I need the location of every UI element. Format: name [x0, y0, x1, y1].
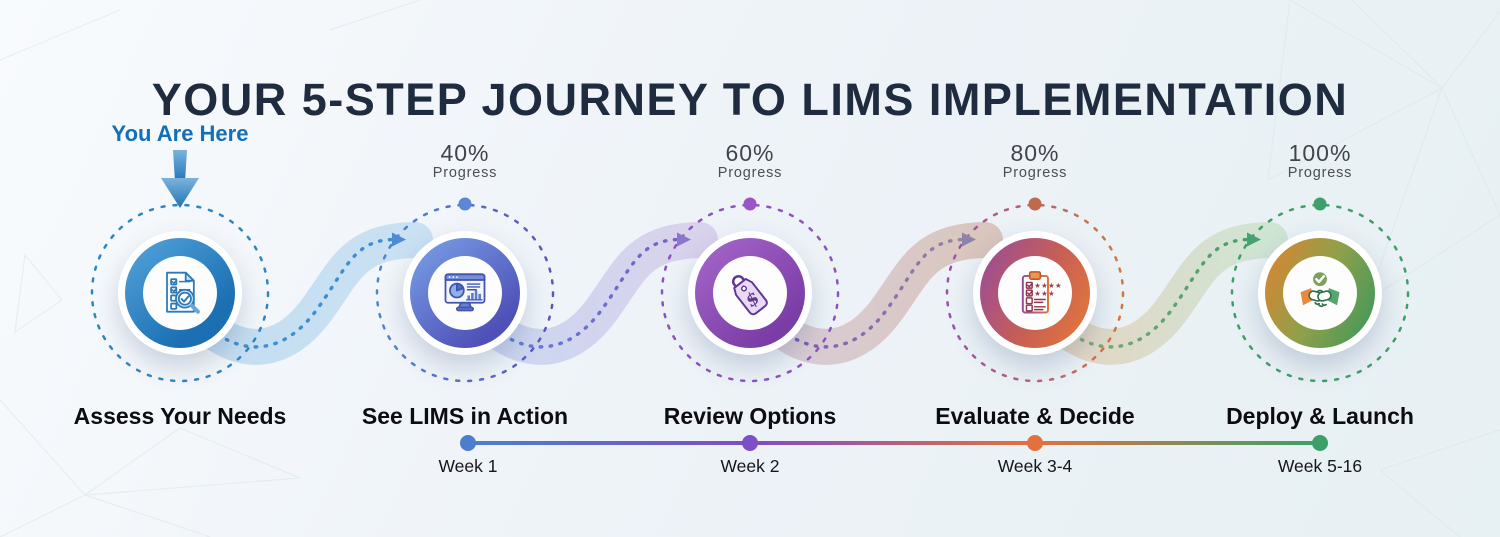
step-review-options: 60% Progress $ Review Options: [608, 0, 892, 537]
timeline-dot-week-2: [742, 435, 758, 451]
week-label: Week 3-4: [997, 456, 1073, 476]
step-circle: [118, 231, 242, 355]
progress-percent: 40%: [440, 140, 490, 166]
timeline-dot-week-5-16: [1312, 435, 1328, 451]
week-label: Week 2: [720, 456, 780, 476]
svg-text:★★★: ★★★: [1034, 289, 1055, 298]
step-assess-your-needs: You Are Here: [38, 0, 322, 537]
timeline-line: [468, 441, 1320, 445]
step-circle: ★★★★ ★★★: [973, 231, 1097, 355]
step-title: Deploy & Launch: [1226, 403, 1414, 429]
step-evaluate-and-decide: 80% Progress ★★★★ ★★★ Evaluate: [893, 0, 1177, 537]
timeline-dot-week-3-4: [1027, 435, 1043, 451]
week-label: Week 5-16: [1277, 456, 1363, 476]
step-title: See LIMS in Action: [361, 403, 569, 429]
progress-caption: Progress: [1287, 165, 1353, 181]
clipboard-rating-icon: ★★★★ ★★★: [1021, 271, 1061, 314]
you-are-here-arrow-icon: [161, 150, 199, 208]
step-title: Review Options: [663, 403, 837, 429]
step-circle: [403, 231, 527, 355]
you-are-here-label: You Are Here: [111, 121, 249, 146]
step-see-lims-in-action: 40% Progress: [323, 0, 607, 537]
handshake-icon: [1300, 272, 1340, 308]
dashboard-monitor-icon: [444, 273, 486, 312]
progress-percent: 60%: [725, 140, 775, 166]
progress-percent: 80%: [1010, 140, 1060, 166]
step-title: Evaluate & Decide: [935, 403, 1135, 429]
progress-caption: Progress: [1002, 165, 1068, 181]
svg-text:★★★★: ★★★★: [1034, 281, 1061, 290]
step-title: Assess Your Needs: [73, 403, 287, 429]
dashed-orbit-circles: [90, 203, 1410, 383]
step-circle: $: [688, 231, 812, 355]
orbit-top-dots: [458, 197, 1327, 211]
progress-caption: Progress: [432, 165, 498, 181]
timeline-dot-week-1: [460, 435, 476, 451]
progress-percent: 100%: [1288, 140, 1352, 166]
progress-caption: Progress: [717, 165, 783, 181]
dashed-arrow-paths: [193, 237, 1249, 349]
checklist-magnifier-icon: [166, 271, 200, 314]
step-circle: [1258, 231, 1382, 355]
page-title: YOUR 5-STEP JOURNEY TO LIMS IMPLEMENTATI…: [151, 74, 1349, 126]
week-label: Week 1: [438, 456, 498, 476]
step-deploy-and-launch: 100% Progress Deploy & Launch: [1178, 0, 1462, 537]
arrowheads: [392, 232, 1261, 247]
price-tag-icon: $: [731, 275, 768, 316]
